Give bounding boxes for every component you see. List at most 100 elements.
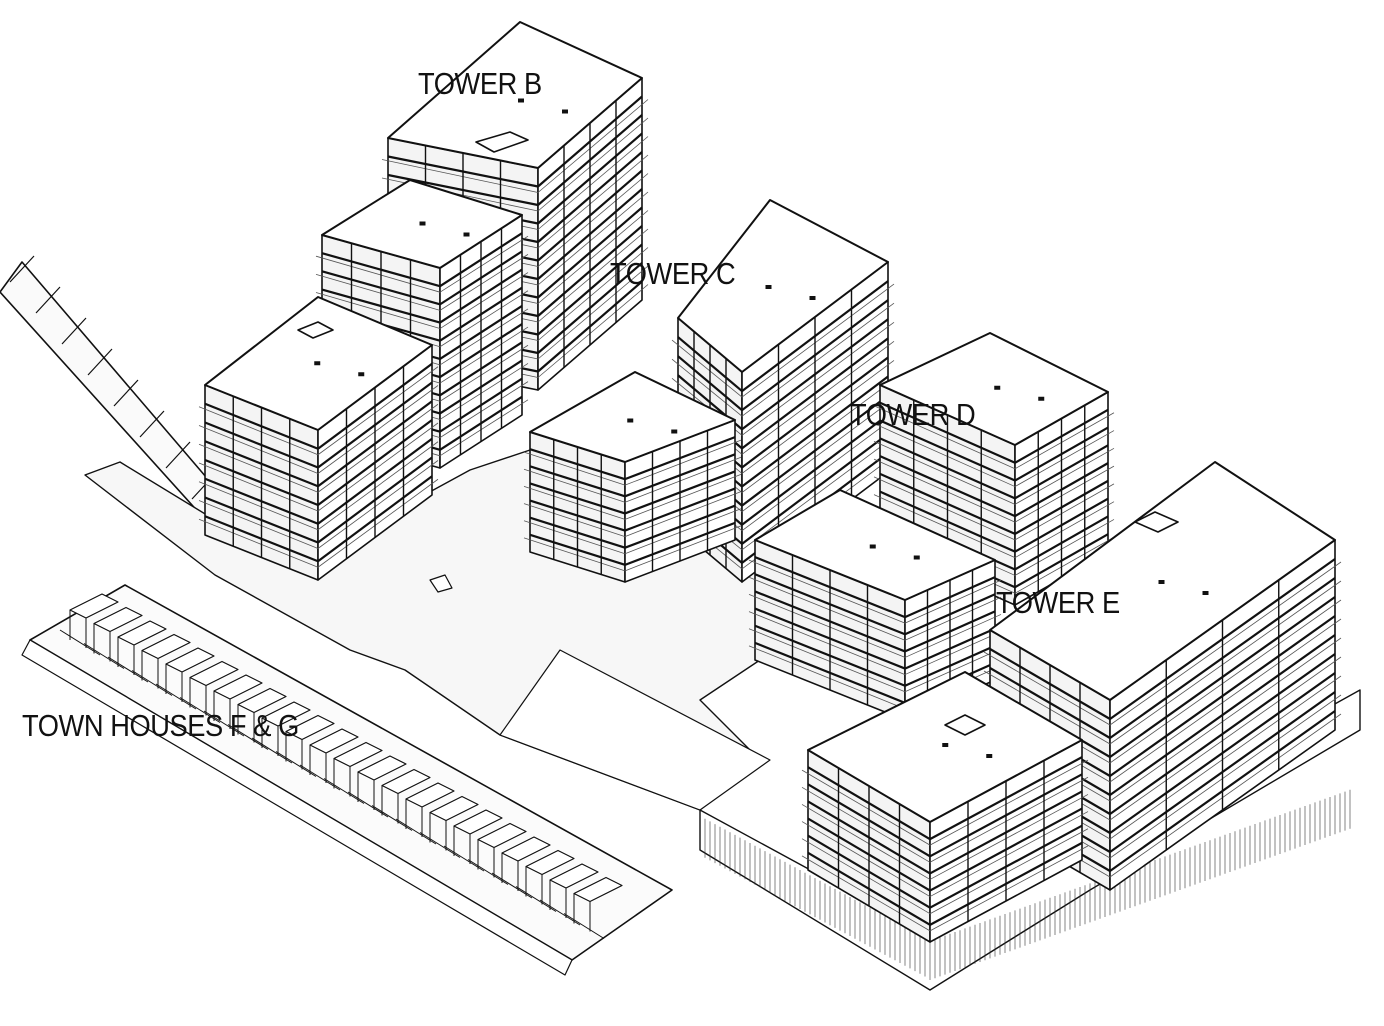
tower-a-slab-edge — [198, 518, 319, 568]
town-house-roof — [357, 755, 407, 781]
tower-c-slab-edge — [741, 302, 895, 417]
tower-e-front-slab-edge — [929, 759, 1089, 846]
tower-b-lower-slab-edge — [439, 254, 529, 311]
tower-d-slab-edge — [1014, 501, 1115, 559]
town-house-floor — [467, 859, 509, 885]
tower-e-front-roof-hatch — [942, 743, 949, 747]
tower-c-slab-edge — [741, 360, 895, 474]
tower-b-lower-roof-hatch — [419, 221, 426, 226]
tower-c-wing-slab-edge — [624, 474, 742, 520]
tower-b-upper-slab-edge — [537, 191, 649, 286]
tower-c-wing-slab-edge — [523, 451, 626, 486]
tower-a-slab-edge — [198, 443, 319, 493]
tower-c-slab-edge — [741, 379, 895, 493]
tower-e-front-slab-edge — [929, 776, 1089, 863]
tower-e-slab-edge — [1109, 618, 1342, 783]
tower-b-lower-slab-edge — [439, 381, 529, 438]
tower-b-upper-slab-edge — [537, 136, 649, 230]
tower-c-roof-hatch — [765, 285, 772, 289]
tower-b-upper-roof-hatch — [562, 109, 568, 114]
tower-b-lower-slab-edge — [439, 399, 529, 457]
tower-d-wing-slab-edge — [904, 631, 1002, 675]
town-house-roof — [477, 822, 527, 849]
tower-d-slab-edge — [1014, 447, 1115, 505]
tower-b-lower-slab-edge — [439, 290, 529, 348]
tower-e-front-slab-edge — [801, 786, 931, 863]
tower-b-upper-slab-edge — [381, 159, 539, 193]
tower-d-roof-hatch — [1038, 396, 1045, 401]
tower-b-lower-slab-edge — [439, 326, 529, 384]
tower-d-wing-slab-edge — [904, 614, 1002, 658]
tower-a-slab-edge — [317, 460, 439, 549]
tower-b-upper-slab-edge — [537, 228, 649, 323]
ramp-segment — [139, 410, 165, 438]
tower-a-slab-edge — [317, 403, 439, 493]
tower-e-slab-edge — [1109, 580, 1342, 745]
town-house-roof — [189, 660, 239, 687]
tower-b-upper-slab-edge — [537, 173, 649, 267]
tower-b-lower-slab-edge — [315, 273, 441, 311]
tower-d-wing-slab-edge — [748, 576, 906, 641]
town-house-floor — [131, 670, 173, 696]
tower-c-wing-roof-hatch — [627, 418, 634, 423]
town-house-roof — [213, 674, 263, 700]
tower-e-slab-edge — [1109, 599, 1342, 764]
label-tower-e: TOWER E — [996, 585, 1120, 620]
label-tower-b: TOWER B — [418, 66, 542, 101]
tower-c-wing-slab-edge — [624, 491, 742, 537]
label-town-houses-f-g: TOWN HOUSES F & G — [22, 708, 299, 743]
town-house-roof — [69, 593, 119, 619]
tower-d-wing-slab-edge — [904, 596, 1002, 641]
town-house-roof — [549, 863, 599, 889]
tower-a-slab-edge — [317, 422, 439, 512]
tower-e-rooftop-box — [1134, 511, 1179, 533]
tower-c-wing-slab-edge — [523, 468, 626, 503]
tower-e-roof-hatch — [1158, 580, 1165, 584]
tower-e-slab-edge — [1109, 675, 1342, 840]
tower-c-wing-slab-edge — [523, 486, 626, 520]
tower-d-roof-hatch — [994, 385, 1001, 390]
ramp-segment — [165, 441, 191, 469]
tower-b-lower-slab-edge — [439, 363, 529, 420]
label-tower-d: TOWER D — [850, 397, 976, 432]
tower-b-upper-roof — [387, 21, 643, 169]
town-house-roof — [93, 606, 143, 633]
tower-d-wing-slab-edge — [904, 648, 1002, 693]
tower-e-front-slab-edge — [929, 811, 1089, 897]
tower-a-slab-edge — [198, 462, 319, 512]
town-house-roof — [333, 741, 383, 768]
tower-a-roof-hatch — [358, 372, 365, 377]
tower-b-upper-slab-edge — [537, 247, 649, 341]
town-house-floor — [323, 778, 365, 804]
tower-c-slab-edge — [671, 339, 743, 398]
town-house-roof — [261, 701, 311, 727]
tower-e-slab-edge — [1109, 656, 1342, 821]
tower-d-slab-edge — [873, 494, 1016, 559]
tower-b-upper-slab-edge — [537, 154, 649, 249]
ramp-segment — [9, 255, 35, 283]
tower-e-roof-hatch — [1202, 591, 1209, 595]
tower-d-slab-edge — [873, 423, 1016, 487]
town-house-floor — [83, 643, 125, 669]
tower-a-slab-edge — [317, 478, 439, 568]
ramp-segment — [61, 317, 87, 345]
tower-d-wing-roof-hatch — [869, 544, 876, 549]
town-house-floor — [395, 818, 437, 845]
tower-e-front-slab-edge — [801, 821, 931, 897]
tower-b-lower-roof-hatch — [463, 232, 470, 237]
town-house-roof — [525, 849, 575, 876]
tower-c-slab-edge — [741, 283, 895, 398]
town-house-floor — [107, 656, 149, 683]
tower-d-wing-slab-edge — [748, 645, 906, 710]
tower-e-front-slab-edge — [929, 828, 1089, 915]
tower-b-upper-slab-edge — [537, 265, 649, 360]
tower-e-front-slab-edge — [801, 804, 931, 880]
town-house-roof — [429, 795, 479, 822]
tower-e-slab-edge — [1109, 561, 1342, 726]
town-house-roof — [405, 782, 455, 808]
town-house-floor — [443, 845, 485, 872]
tower-b-lower-slab-edge — [315, 255, 441, 293]
town-house-floor — [155, 683, 197, 710]
